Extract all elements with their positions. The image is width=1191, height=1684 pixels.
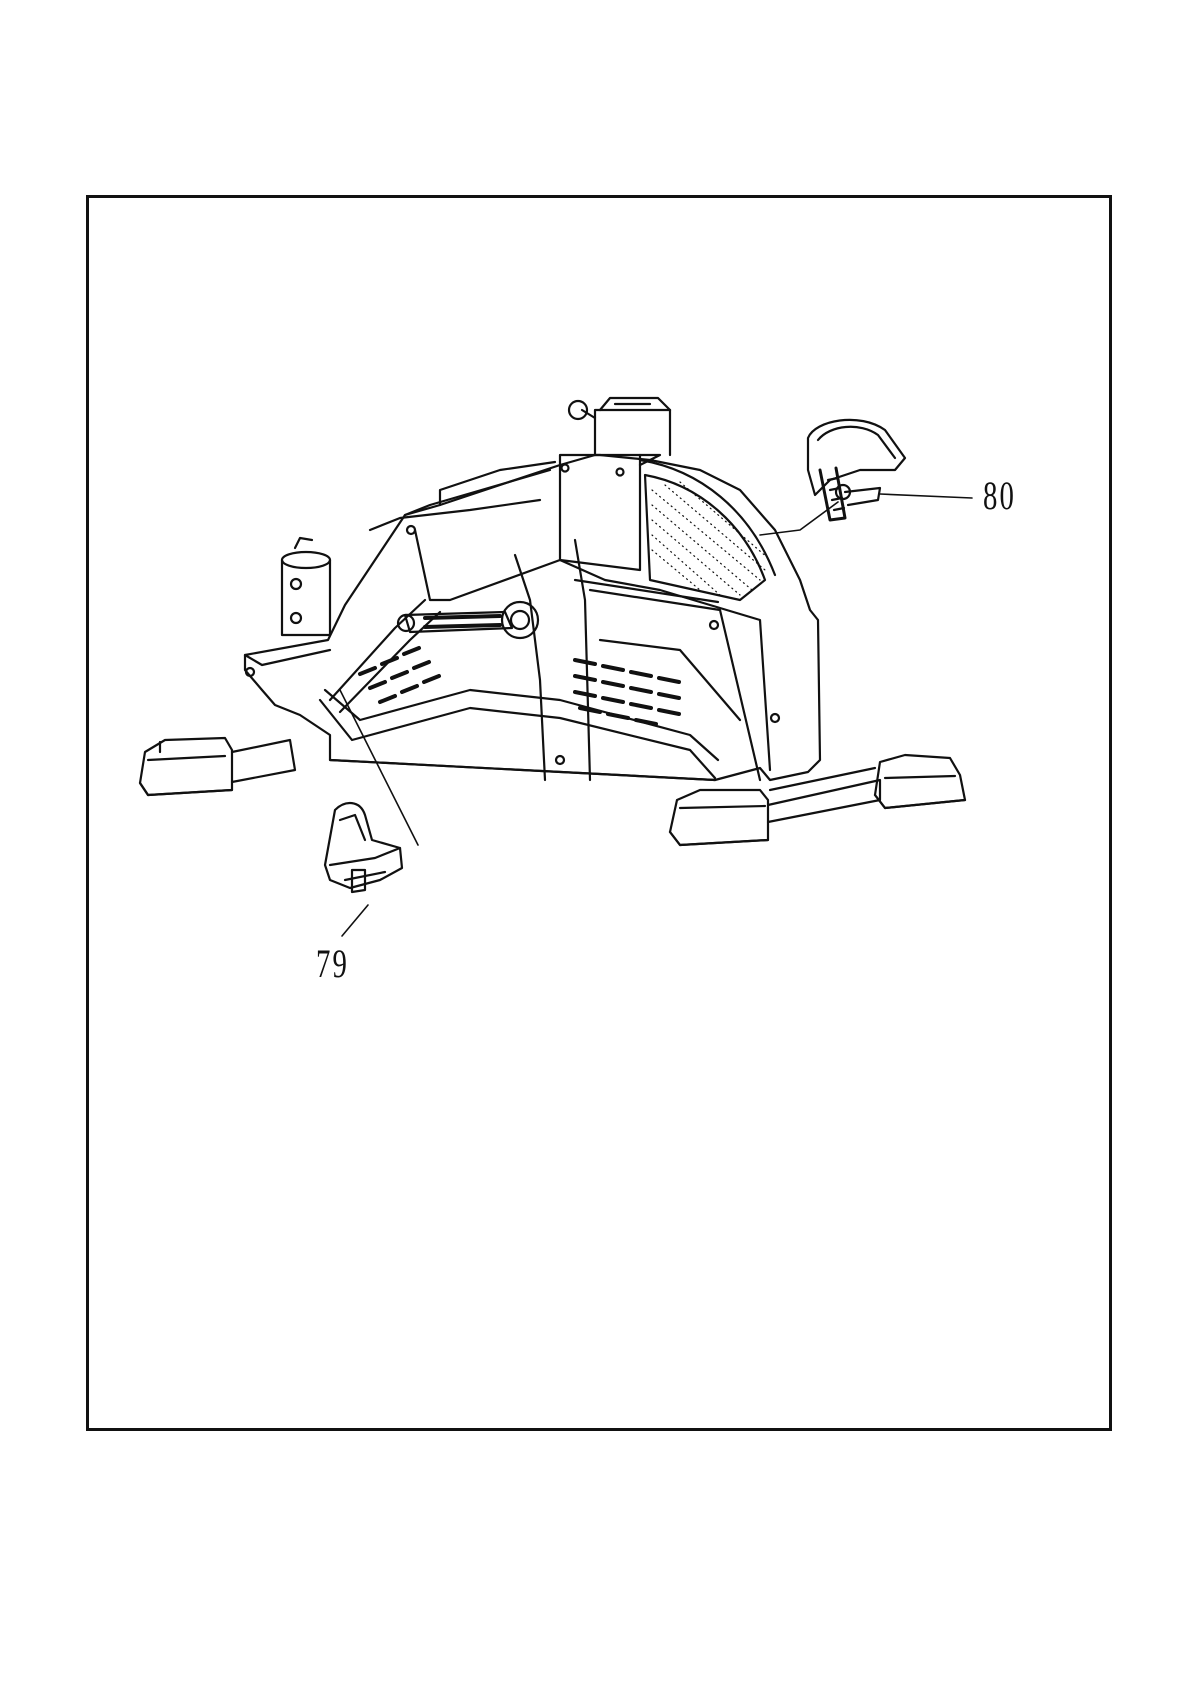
leader-line-80 — [760, 494, 972, 535]
frame-body — [245, 455, 820, 780]
flywheel-cover — [640, 460, 775, 600]
tension-post — [245, 538, 330, 665]
pedal-left — [325, 803, 402, 892]
right-rear-foot — [670, 790, 768, 845]
leader-line-79 — [340, 690, 418, 936]
pedal-right — [808, 420, 905, 520]
callout-label-79: 79 — [316, 940, 349, 987]
left-foot — [140, 738, 295, 795]
vent-slots-right — [575, 660, 679, 724]
callout-label-80: 80 — [983, 472, 1016, 519]
crank-arm — [398, 602, 538, 638]
frame-screws — [246, 526, 779, 764]
right-front-foot — [875, 755, 965, 808]
vent-slots-left — [360, 648, 439, 702]
